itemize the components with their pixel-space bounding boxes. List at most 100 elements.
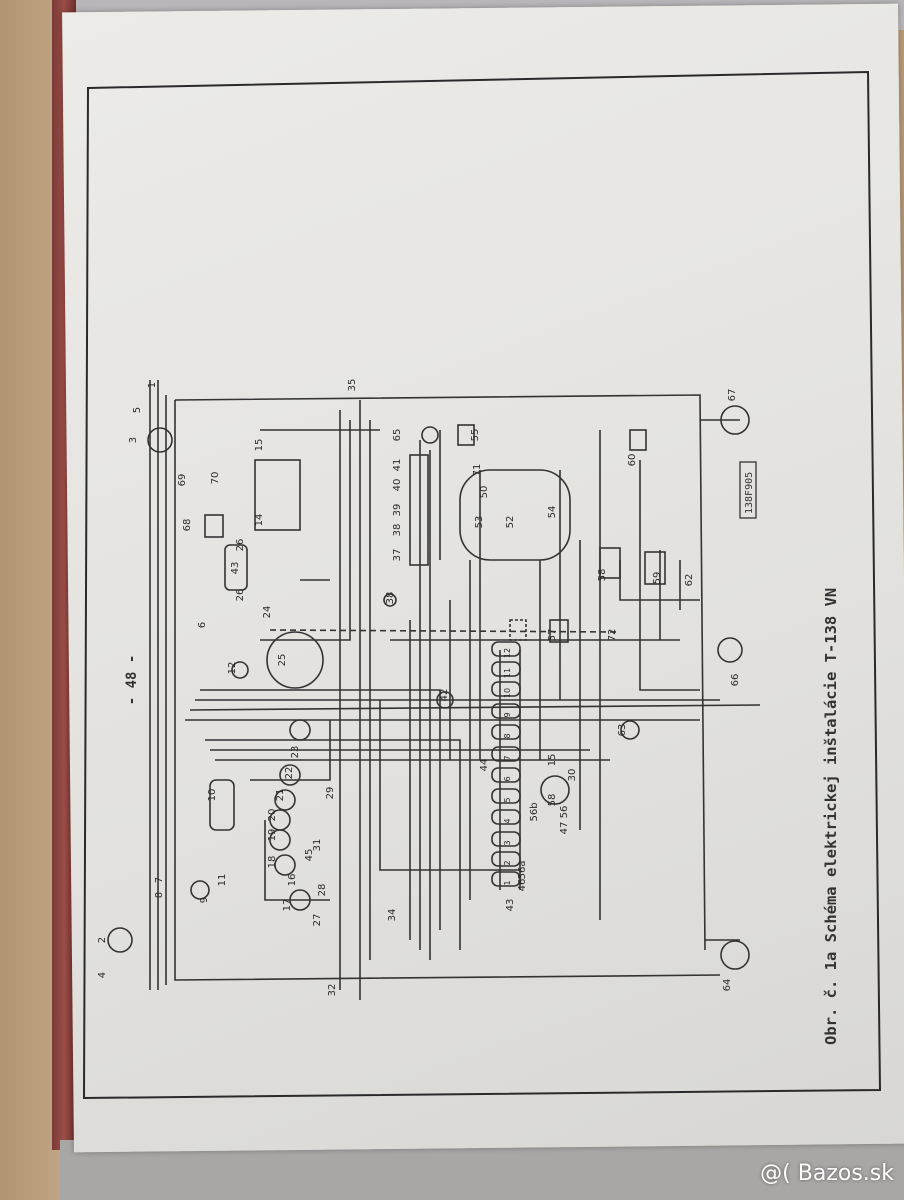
fuse-6 bbox=[491, 767, 521, 783]
component-label: 35 bbox=[347, 379, 358, 392]
component-label: 28 bbox=[317, 884, 328, 897]
component-label: 10 bbox=[207, 789, 218, 802]
component-label: 41 bbox=[392, 459, 403, 472]
wire bbox=[250, 720, 331, 781]
component-label: 40 bbox=[392, 479, 403, 492]
component-43-symbol bbox=[224, 544, 248, 591]
fuse-label: 9 bbox=[503, 712, 512, 717]
component-label: 43 bbox=[230, 562, 241, 575]
fuse-label: 11 bbox=[503, 668, 512, 678]
component-label: 71 bbox=[472, 464, 483, 477]
stamp-text: 138F905 bbox=[744, 472, 755, 514]
component-label: 9 bbox=[199, 897, 210, 903]
component-label: 29 bbox=[325, 787, 336, 800]
component-label: 2 bbox=[97, 937, 108, 943]
component-label: 62 bbox=[684, 574, 695, 587]
wire bbox=[205, 739, 461, 950]
component-symbol bbox=[383, 593, 397, 607]
fuse-3 bbox=[491, 831, 521, 847]
component-68-symbol bbox=[204, 514, 224, 538]
component-label: 60 bbox=[627, 454, 638, 467]
component-label: 32 bbox=[327, 984, 338, 997]
relay-box-symbol bbox=[459, 469, 571, 561]
component-10-symbol bbox=[209, 779, 235, 831]
component-label: 3 bbox=[128, 437, 139, 443]
component-label: 67 bbox=[727, 389, 738, 402]
component-label: 59 bbox=[652, 572, 663, 585]
fuse-10 bbox=[491, 681, 521, 697]
wire bbox=[379, 700, 520, 871]
component-label: 56 bbox=[559, 806, 570, 819]
component-label: 15 bbox=[254, 439, 265, 452]
component-label: 31 bbox=[312, 839, 323, 852]
component-label: 58 bbox=[597, 569, 608, 582]
component-label: 47 bbox=[559, 822, 570, 835]
component-label: 24 bbox=[262, 606, 273, 619]
fuse-label: 4 bbox=[503, 818, 512, 823]
component-label: 7 bbox=[154, 877, 165, 883]
component-symbol bbox=[289, 889, 311, 911]
component-symbol bbox=[540, 775, 570, 805]
fuse-label: 10 bbox=[503, 688, 512, 698]
stamp-box: 138F905 bbox=[739, 461, 757, 519]
component-60-symbol bbox=[629, 429, 647, 451]
component-symbol bbox=[289, 719, 311, 741]
wire bbox=[174, 400, 721, 981]
wire bbox=[174, 394, 706, 951]
wire bbox=[264, 820, 330, 901]
component-symbol bbox=[274, 854, 296, 876]
component-label: 43 bbox=[505, 899, 516, 912]
component-symbol bbox=[231, 661, 249, 679]
component-label: 8 bbox=[154, 892, 165, 898]
component-label: 27 bbox=[312, 914, 323, 927]
fuse-label: 8 bbox=[503, 733, 512, 738]
page-number: - 48 - bbox=[124, 655, 140, 706]
component-label: 55 bbox=[470, 429, 481, 442]
component-label: 25 bbox=[277, 654, 288, 667]
component-label: 4 bbox=[97, 972, 108, 978]
wire bbox=[189, 704, 761, 711]
relay-row-symbol bbox=[409, 454, 429, 566]
component-label: 44 bbox=[479, 759, 490, 772]
component-label: 34 bbox=[387, 909, 398, 922]
component-label: 58 bbox=[547, 794, 558, 807]
component-label: 50 bbox=[479, 486, 490, 499]
component-label: 16 bbox=[287, 874, 298, 887]
wire bbox=[260, 420, 351, 641]
component-label: 38 bbox=[392, 524, 403, 537]
component-label: 15 bbox=[547, 754, 558, 767]
fuse-label: 5 bbox=[503, 797, 512, 802]
component-label: 23 bbox=[290, 746, 301, 759]
cardboard-background bbox=[0, 0, 60, 1200]
component-symbol bbox=[107, 927, 133, 953]
fuse-5 bbox=[491, 788, 521, 804]
switch-58-symbol bbox=[599, 547, 621, 579]
component-55-symbol bbox=[457, 424, 475, 446]
component-label: 65 bbox=[392, 429, 403, 442]
battery-symbol bbox=[254, 459, 301, 531]
component-label: 69 bbox=[177, 474, 188, 487]
component-label: 68 bbox=[182, 519, 193, 532]
component-71-symbol bbox=[509, 619, 527, 641]
component-label: 22 bbox=[284, 767, 295, 780]
figure-caption: Obr. č. 1a Schéma elektrickej inštalácie… bbox=[822, 588, 840, 1045]
component-label: 37 bbox=[392, 549, 403, 562]
component-label: 17 bbox=[282, 899, 293, 912]
wire bbox=[200, 689, 441, 930]
component-symbol bbox=[620, 720, 640, 740]
component-label: 45 bbox=[304, 849, 315, 862]
fuse-8 bbox=[491, 724, 521, 740]
component-label: 1 bbox=[147, 382, 158, 388]
component-symbol bbox=[190, 880, 210, 900]
component-57-symbol bbox=[549, 619, 569, 643]
component-label: 46 bbox=[517, 879, 528, 892]
component-symbol bbox=[279, 764, 301, 786]
steering-wheel-symbol bbox=[266, 631, 324, 689]
fuse-label: 3 bbox=[503, 840, 512, 845]
component-symbol bbox=[421, 426, 439, 444]
component-label: 30 bbox=[567, 769, 578, 782]
fuse-11 bbox=[491, 661, 521, 677]
component-symbol bbox=[274, 789, 296, 811]
component-symbol bbox=[269, 829, 291, 851]
component-label: 56a bbox=[517, 861, 528, 880]
